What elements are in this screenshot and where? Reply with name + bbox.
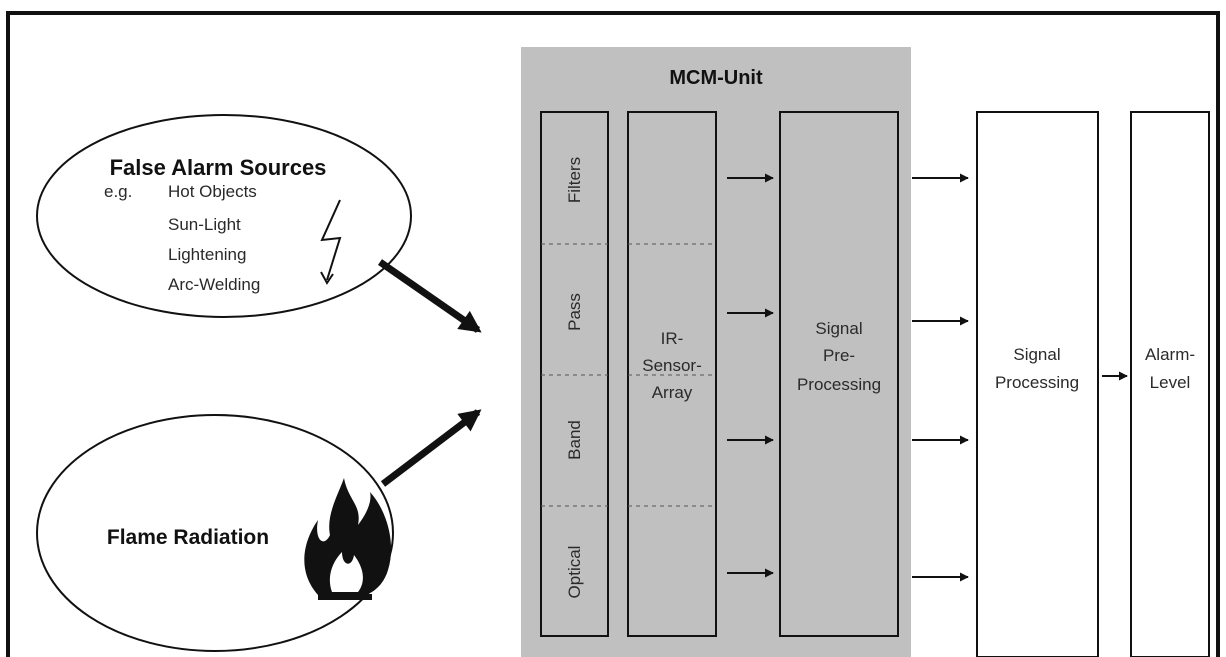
flame-icon [304, 478, 392, 600]
filter-column-box [540, 111, 609, 637]
false-alarm-item: Hot Objects [168, 182, 257, 201]
arrow-false-alarm-to-unit [378, 259, 482, 333]
pre-processing-label: Pre- [823, 346, 855, 365]
signal-processing-label: Processing [995, 373, 1079, 392]
false-alarm-item: Sun-Light [168, 215, 241, 234]
flame-radiation: Flame Radiation [36, 414, 394, 652]
filter-column: Filters Pass Band Optical [540, 111, 609, 637]
signal-processing-box [976, 111, 1099, 657]
sensor-array-label: Array [652, 383, 693, 402]
arrow-flame-to-unit [380, 409, 482, 487]
alarm-level-box [1130, 111, 1210, 657]
signal-processing: Signal Processing [976, 111, 1099, 657]
sensor-array-box [627, 111, 717, 637]
mcm-unit-title: MCM-Unit [669, 67, 763, 89]
signal-processing-label: Signal [1013, 345, 1060, 364]
alarm-level-label: Level [1150, 373, 1191, 392]
lightning-icon [320, 199, 342, 285]
pre-processing-label: Signal [815, 319, 862, 338]
pre-processing-box [779, 111, 899, 637]
false-alarm-ellipse [36, 114, 412, 318]
filter-segment-label: Pass [565, 293, 584, 331]
false-alarm-item: Arc-Welding [168, 275, 260, 294]
filter-segment-label: Filters [565, 157, 584, 203]
sensor-array-label: IR- [661, 329, 684, 348]
sensor-array-label: Sensor- [642, 356, 702, 375]
false-alarm-title: False Alarm Sources [110, 155, 327, 180]
pre-processing-label: Processing [797, 375, 881, 394]
mcm-unit: MCM-Unit Filters Pass Band Optical IR- S… [521, 47, 911, 657]
sensor-array-column: IR- Sensor- Array [627, 111, 717, 637]
flame-title: Flame Radiation [107, 526, 269, 549]
pre-processing-column: Signal Pre- Processing [779, 111, 899, 637]
filter-segment-label: Band [565, 420, 584, 460]
alarm-level: Alarm- Level [1130, 111, 1210, 657]
false-alarm-item: Lightening [168, 245, 246, 264]
alarm-level-label: Alarm- [1145, 345, 1195, 364]
filter-segment-label: Optical [565, 546, 584, 599]
flame-ellipse [36, 414, 394, 652]
false-alarm-eg: e.g. [104, 182, 132, 201]
outer-border [6, 11, 1220, 657]
false-alarm-sources: False Alarm Sources e.g. Hot Objects Sun… [36, 114, 412, 318]
